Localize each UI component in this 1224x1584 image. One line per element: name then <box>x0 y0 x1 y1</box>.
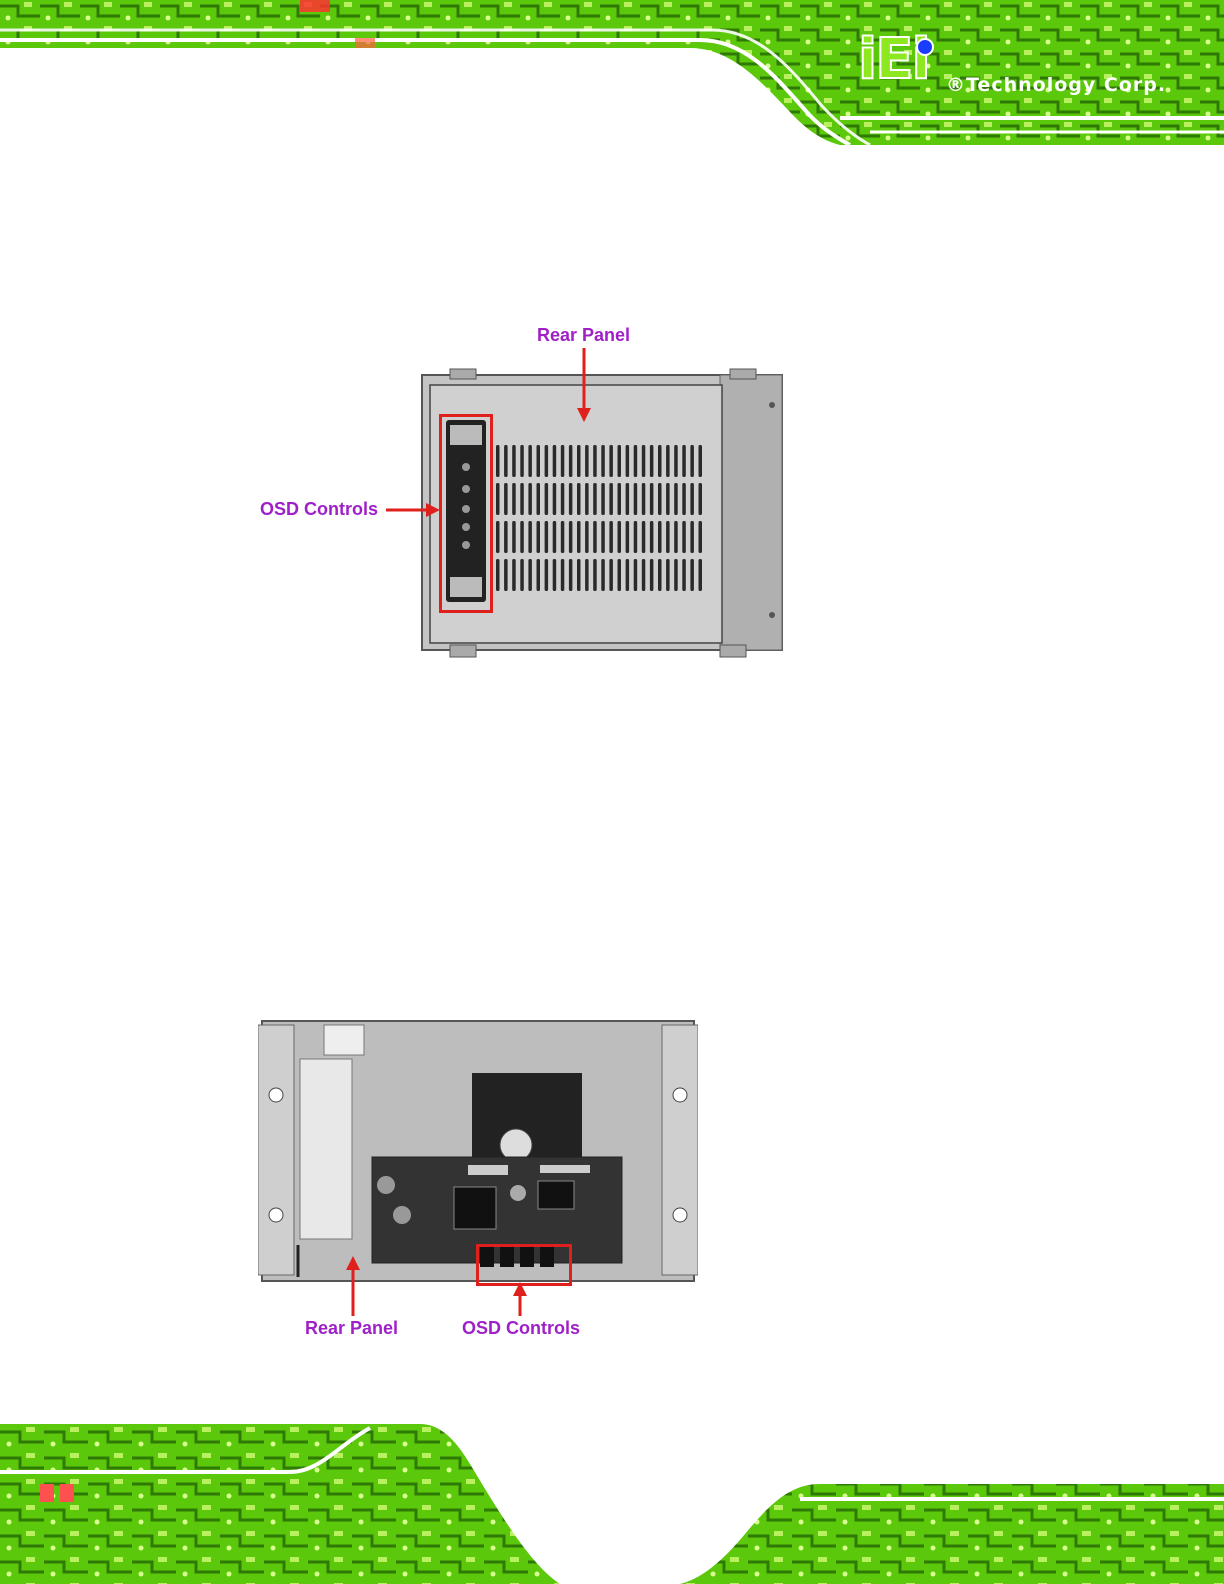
figure1-monitor-rear-photo <box>421 368 783 658</box>
figure1-osd-highlight-box <box>439 414 493 613</box>
logo-dot-icon <box>916 38 934 56</box>
figure1-label-osd-controls: OSD Controls <box>260 499 379 519</box>
figure2-label-rear-panel: Rear Panel <box>305 1318 399 1338</box>
company-name: ®Technology Corp. <box>946 74 1167 96</box>
figure2-label-osd-controls: OSD Controls <box>462 1318 581 1338</box>
figure2-board-photo <box>258 1020 698 1282</box>
header-circuit-banner <box>0 0 1224 145</box>
figure2-callout-arrows <box>346 1256 527 1316</box>
figure2-osd-highlight-box <box>476 1244 572 1286</box>
figure1-callout-arrows <box>386 348 591 517</box>
footer-circuit-banner <box>0 1424 1224 1584</box>
figure1-label-rear-panel: Rear Panel <box>537 325 631 345</box>
